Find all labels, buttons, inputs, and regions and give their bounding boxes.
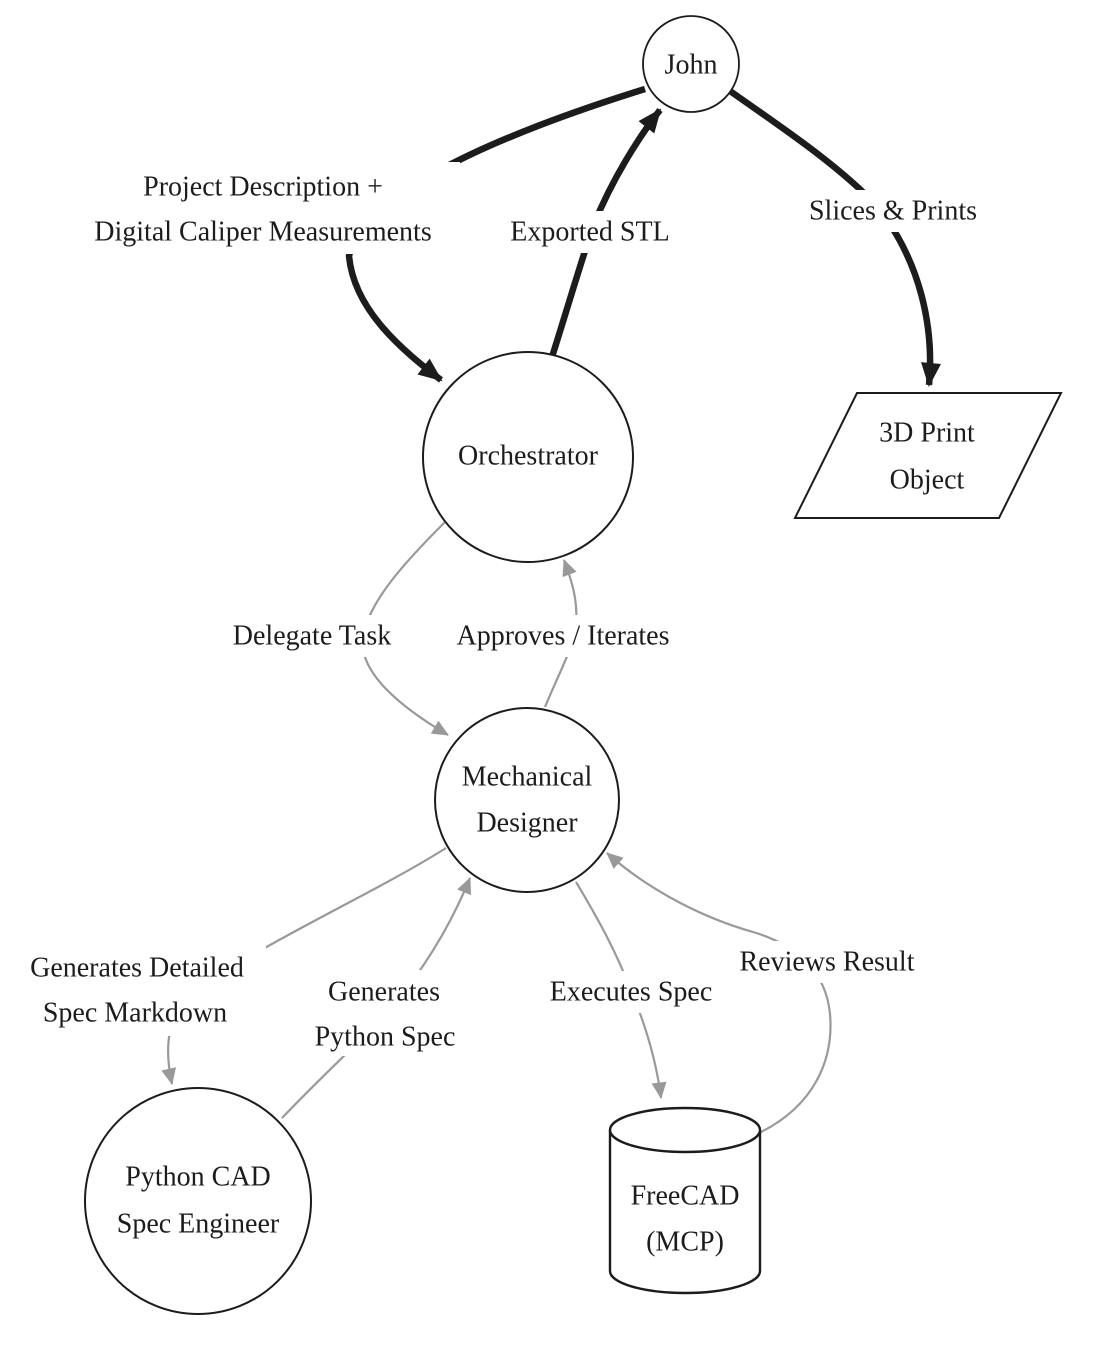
freecad-mcp-label-line2: (MCP) — [646, 1227, 724, 1258]
edge-label-project-description-line1: Project Description + — [143, 172, 383, 203]
edge-label-delegate-task: Delegate Task — [233, 621, 391, 652]
label-backdrop — [219, 615, 405, 657]
freecad-cylinder-body — [608, 1130, 762, 1295]
node-mechanical-designer: Mechanical Designer — [434, 707, 620, 893]
freecad-mcp-label-line1: FreeCAD — [631, 1181, 740, 1212]
python-cad-spec-engineer-label-line1: Python CAD — [125, 1162, 270, 1193]
node-john: John — [642, 15, 740, 113]
john-circle — [642, 15, 740, 113]
label-backdrop — [792, 190, 994, 232]
edge-label-generates-python-spec-line1: Generates — [328, 977, 440, 1008]
python-cad-spec-engineer-circle — [84, 1087, 312, 1315]
edge-label-project-description-line2: Digital Caliper Measurements — [94, 217, 431, 248]
print-object-label-line1: 3D Print — [879, 418, 975, 449]
john-label: John — [665, 50, 718, 81]
edge-john-to-print-object — [728, 88, 941, 387]
node-freecad-mcp: FreeCAD (MCP) — [608, 1106, 762, 1295]
mechanical-designer-circle — [434, 707, 620, 893]
label-backdrop — [68, 162, 460, 254]
edge-label-approves-iterates: Approves / Iterates — [456, 621, 669, 652]
edge-label-slices-prints: Slices & Prints — [809, 196, 977, 227]
orchestrator-label: Orchestrator — [458, 441, 599, 472]
mechanical-designer-label-line1: Mechanical — [462, 762, 593, 793]
mechanical-designer-label-line2: Designer — [476, 808, 578, 839]
orchestrator-circle — [422, 351, 634, 563]
node-3d-print-object: 3D Print Object — [793, 392, 1063, 519]
print-object-label-line2: Object — [890, 465, 965, 496]
label-backdrop — [496, 211, 684, 253]
print-object-parallelogram — [793, 392, 1063, 519]
edge-label-generates-spec-markdown-line1: Generates Detailed — [30, 953, 244, 984]
edge-labels: Project Description + Digital Caliper Me… — [10, 162, 994, 1056]
edge-label-exported-stl: Exported STL — [510, 217, 669, 248]
label-backdrop — [534, 971, 728, 1013]
node-orchestrator: Orchestrator — [422, 351, 634, 563]
edge-label-generates-spec-markdown-line2: Spec Markdown — [43, 998, 227, 1029]
python-cad-spec-engineer-label-line2: Spec Engineer — [117, 1209, 280, 1240]
label-backdrop — [446, 615, 680, 657]
edge-label-generates-python-spec-line2: Python Spec — [315, 1022, 456, 1053]
edge-label-executes-spec: Executes Spec — [550, 977, 713, 1008]
label-backdrop — [723, 941, 931, 983]
edge-label-reviews-result: Reviews Result — [740, 947, 915, 978]
freecad-cylinder-top — [608, 1106, 762, 1154]
node-python-cad-spec-engineer: Python CAD Spec Engineer — [84, 1087, 312, 1315]
label-backdrop — [301, 970, 469, 1056]
label-backdrop — [10, 946, 266, 1036]
